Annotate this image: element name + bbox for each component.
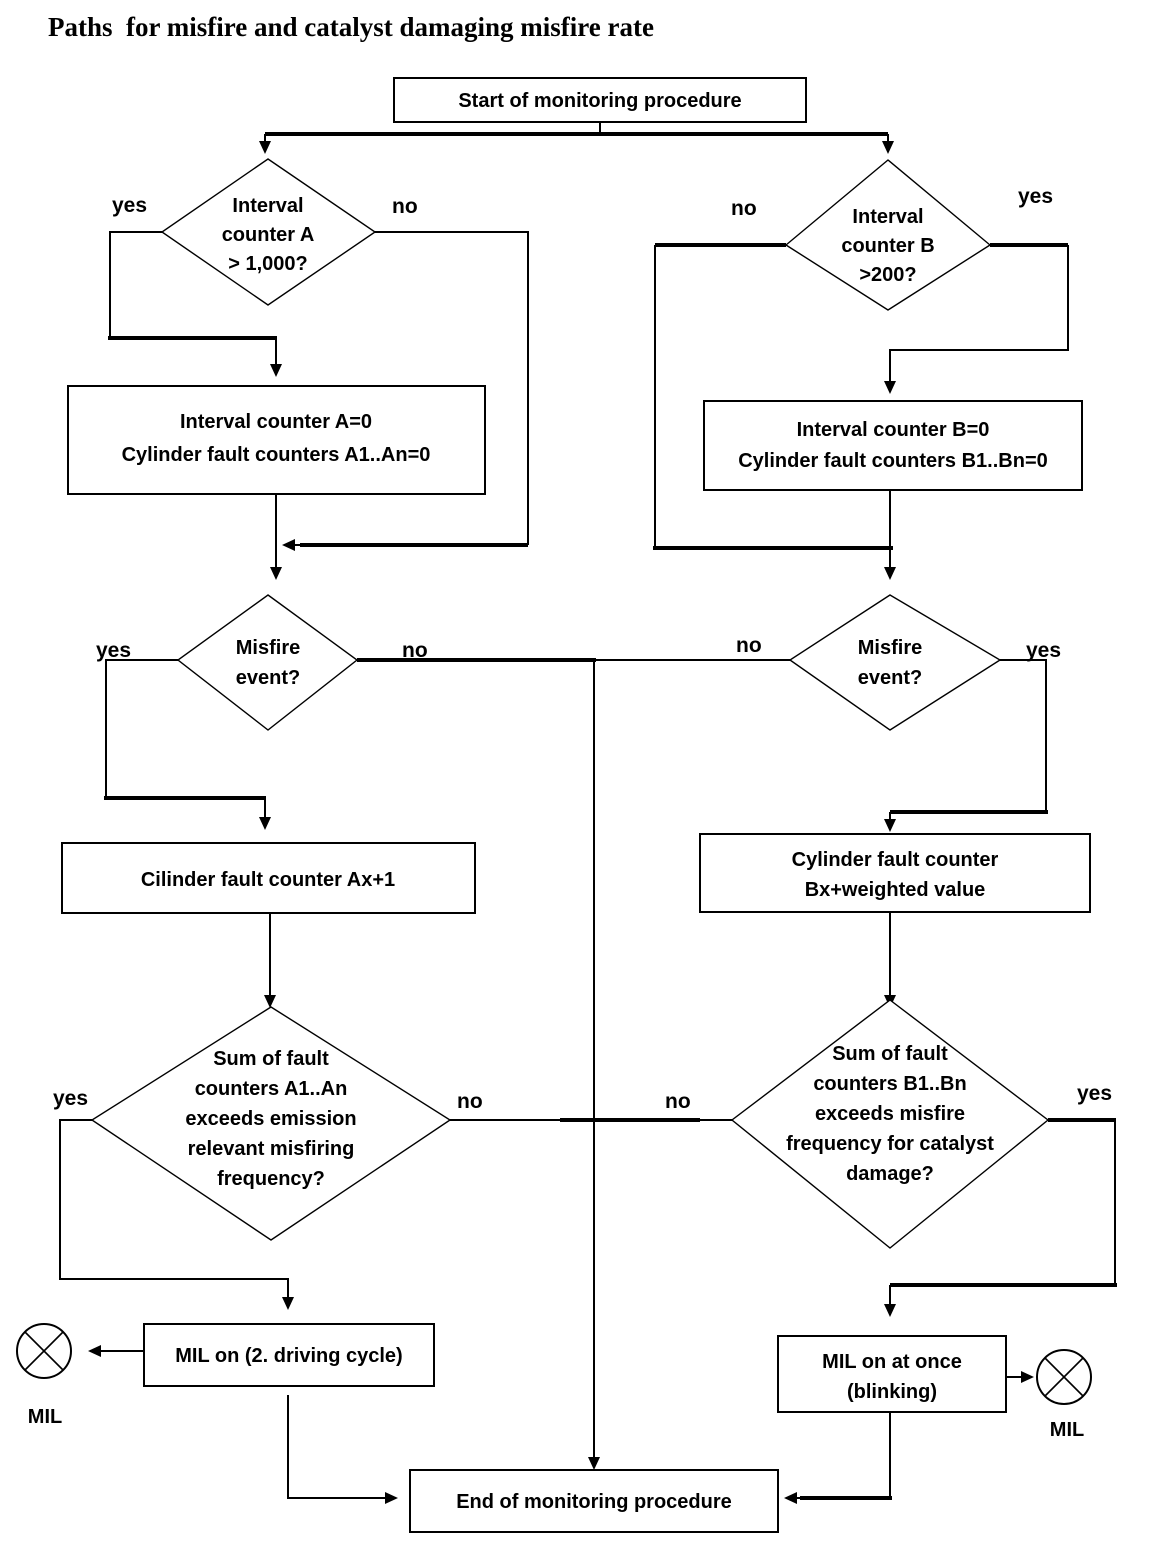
decision-interval-b-line1: Interval bbox=[852, 206, 923, 228]
decision-sum-b-line4: frequency for catalyst bbox=[786, 1133, 994, 1155]
reset-b-line2: Cylinder fault counters B1..Bn=0 bbox=[738, 450, 1048, 472]
decision-interval-a-line1: Interval bbox=[232, 195, 303, 217]
node-start-label: Start of monitoring procedure bbox=[458, 90, 741, 112]
node-reset-b: Interval counter B=0 Cylinder fault coun… bbox=[703, 400, 1083, 491]
decision-sum-b-line1: Sum of fault bbox=[832, 1043, 948, 1065]
node-end: End of monitoring procedure bbox=[409, 1469, 779, 1533]
decision-misfire-b-line2: event? bbox=[858, 667, 922, 689]
decision-misfire-a-line2: event? bbox=[236, 667, 300, 689]
edge-start-split bbox=[259, 122, 894, 154]
counter-b-inc-line2: Bx+weighted value bbox=[805, 879, 986, 901]
edge-label-b-interval-no: no bbox=[731, 197, 757, 220]
counter-a-inc-label: Cilinder fault counter Ax+1 bbox=[141, 869, 395, 891]
edge-label-a-misfire-no: no bbox=[402, 639, 428, 662]
edge-a-misfire-no bbox=[357, 658, 600, 1470]
edge-b-interval-no bbox=[653, 243, 893, 550]
decision-interval-a-line2: counter A bbox=[222, 224, 315, 246]
node-decision-interval-a: Interval counter A > 1,000? bbox=[160, 158, 377, 306]
edge-milB-end bbox=[784, 1412, 892, 1504]
decision-misfire-a-line1: Misfire bbox=[236, 637, 300, 659]
decision-sum-b-line5: damage? bbox=[846, 1163, 934, 1185]
counter-b-inc-line1: Cylinder fault counter bbox=[792, 849, 999, 871]
decision-sum-a-line4: relevant misfiring bbox=[188, 1138, 355, 1160]
decision-interval-b-line3: >200? bbox=[859, 264, 916, 286]
node-start: Start of monitoring procedure bbox=[393, 77, 807, 123]
node-mil-a: MIL on (2. driving cycle) bbox=[143, 1323, 435, 1387]
mil-lamp-left-label: MIL bbox=[28, 1406, 62, 1428]
decision-sum-a-line3: exceeds emission bbox=[185, 1108, 356, 1130]
decision-interval-b-line2: counter B bbox=[841, 235, 934, 257]
edge-a-misfire-yes bbox=[104, 659, 271, 830]
decision-sum-a-line1: Sum of fault bbox=[213, 1048, 329, 1070]
mil-lamp-right-label: MIL bbox=[1050, 1419, 1084, 1441]
node-mil-b: MIL on at once (blinking) bbox=[777, 1335, 1007, 1413]
mil-b-line1: MIL on at once bbox=[822, 1351, 962, 1373]
edge-label-a-sum-no: no bbox=[457, 1090, 483, 1113]
mil-lamp-left-icon: MIL bbox=[16, 1323, 72, 1428]
node-counter-a-inc: Cilinder fault counter Ax+1 bbox=[61, 842, 476, 914]
edge-b-sum-yes bbox=[884, 1118, 1117, 1317]
edge-label-a-sum-yes: yes bbox=[53, 1087, 88, 1110]
edge-a-interval-no bbox=[282, 231, 529, 551]
reset-a-line2: Cylinder fault counters A1..An=0 bbox=[122, 444, 431, 466]
edge-label-b-interval-yes: yes bbox=[1018, 185, 1053, 208]
node-decision-misfire-a: Misfire event? bbox=[176, 594, 359, 731]
reset-b-line1: Interval counter B=0 bbox=[797, 419, 990, 441]
decision-interval-a-line3: > 1,000? bbox=[228, 253, 308, 275]
node-decision-misfire-b: Misfire event? bbox=[788, 594, 1002, 731]
decision-sum-b-line3: exceeds misfire bbox=[815, 1103, 965, 1125]
edge-milA-end bbox=[287, 1395, 398, 1504]
mil-a-label: MIL on (2. driving cycle) bbox=[175, 1345, 402, 1367]
node-decision-sum-a: Sum of fault counters A1..An exceeds emi… bbox=[90, 1006, 452, 1241]
reset-a-line1: Interval counter A=0 bbox=[180, 411, 372, 433]
edge-label-b-sum-yes: yes bbox=[1077, 1082, 1112, 1105]
decision-misfire-b-line1: Misfire bbox=[858, 637, 922, 659]
edge-label-b-misfire-yes: yes bbox=[1026, 639, 1061, 662]
decision-sum-a-line5: frequency? bbox=[217, 1168, 325, 1190]
node-reset-a: Interval counter A=0 Cylinder fault coun… bbox=[67, 385, 486, 495]
edge-a-interval-yes bbox=[108, 231, 282, 377]
edge-a-sum-yes bbox=[59, 1119, 294, 1310]
mil-lamp-right-icon: MIL bbox=[1036, 1349, 1092, 1441]
edge-label-a-interval-yes: yes bbox=[112, 194, 147, 217]
node-decision-sum-b: Sum of fault counters B1..Bn exceeds mis… bbox=[730, 999, 1050, 1249]
decision-sum-a-line2: counters A1..An bbox=[195, 1078, 348, 1100]
edge-label-a-misfire-yes: yes bbox=[96, 639, 131, 662]
mil-b-line2: (blinking) bbox=[847, 1381, 937, 1403]
edge-label-b-sum-no: no bbox=[665, 1090, 691, 1113]
edge-b-interval-yes bbox=[884, 243, 1069, 394]
node-decision-interval-b: Interval counter B >200? bbox=[784, 159, 992, 311]
page-title: Paths for misfire and catalyst damaging … bbox=[48, 12, 654, 42]
node-end-label: End of monitoring procedure bbox=[456, 1491, 732, 1513]
edge-label-a-interval-no: no bbox=[392, 195, 418, 218]
node-counter-b-inc: Cylinder fault counter Bx+weighted value bbox=[699, 833, 1091, 913]
decision-sum-b-line2: counters B1..Bn bbox=[813, 1073, 966, 1095]
edge-label-b-misfire-no: no bbox=[736, 634, 762, 657]
edge-b-misfire-yes bbox=[884, 659, 1048, 832]
